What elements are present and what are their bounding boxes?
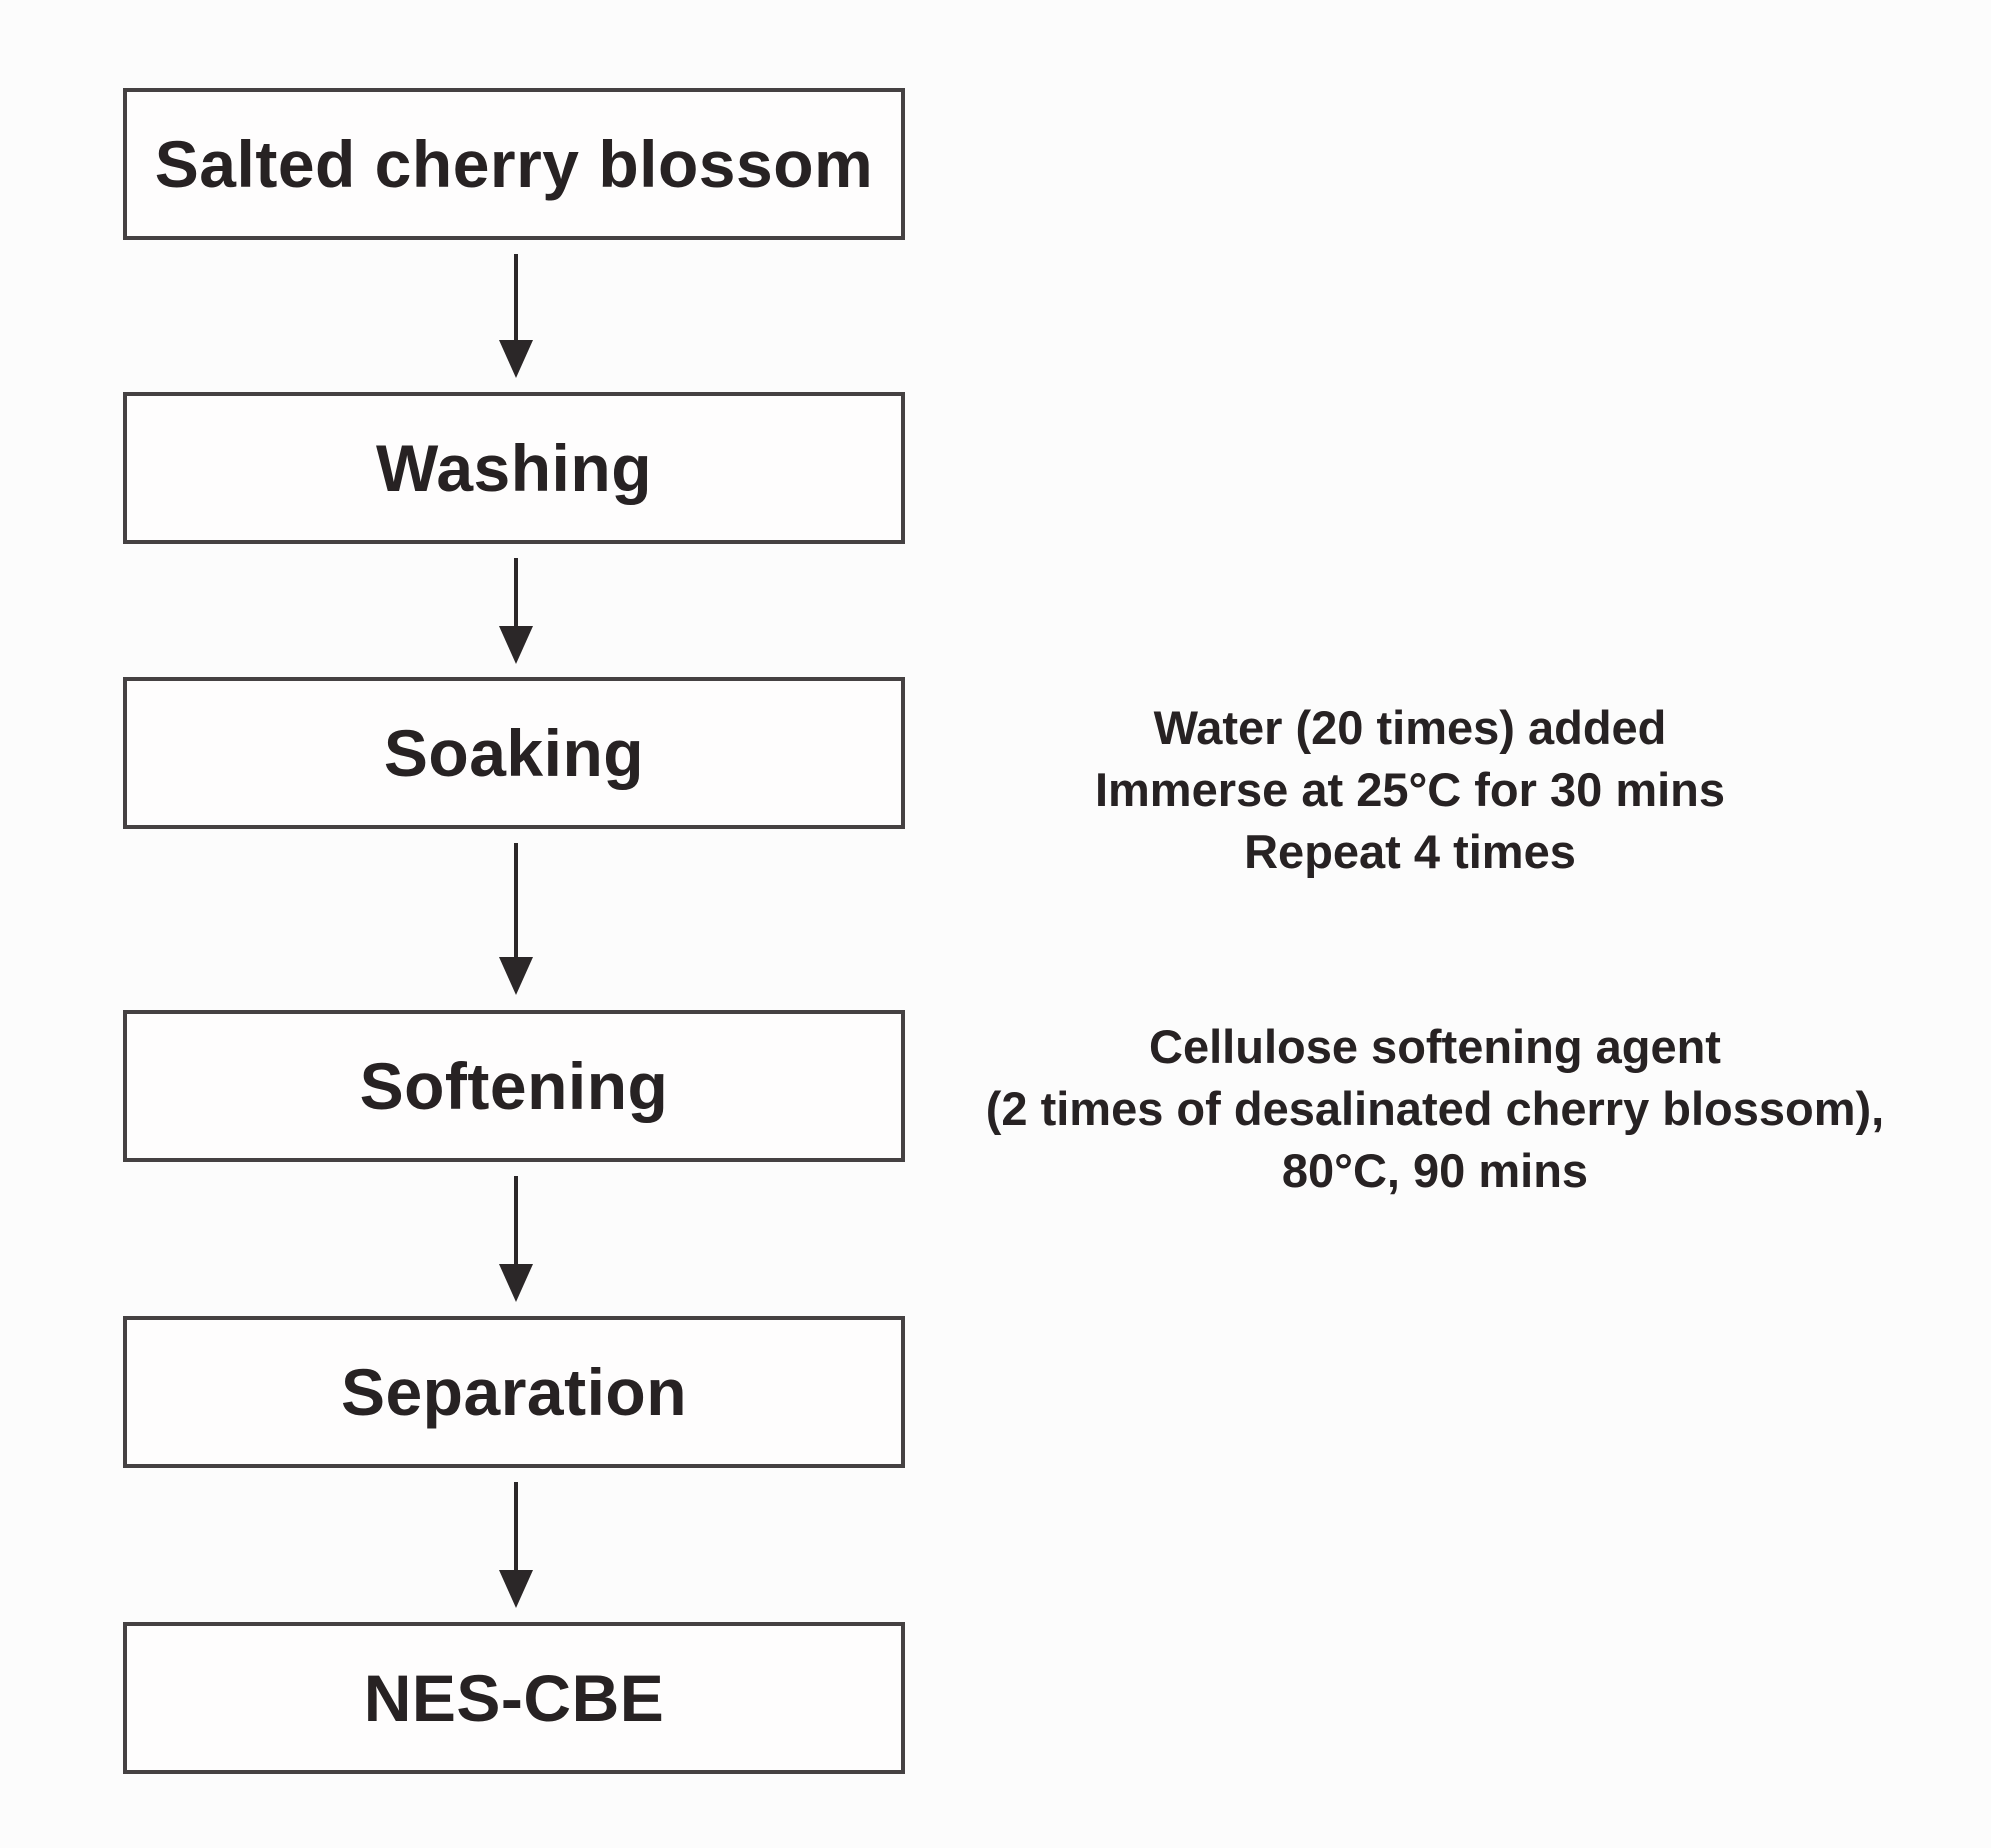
step-label: Separation [340, 1355, 688, 1429]
step-box-soaking: Soaking [123, 677, 905, 829]
step-label: NES-CBE [363, 1661, 665, 1735]
arrow-head [499, 340, 533, 378]
step-box-washing: Washing [123, 392, 905, 544]
arrow-head [499, 1570, 533, 1608]
down-arrow-icon [496, 254, 536, 378]
step-label: Softening [359, 1049, 669, 1123]
note-line: Repeat 4 times [1244, 825, 1576, 878]
step-label: Salted cherry blossom [154, 127, 874, 201]
note-line: (2 times of desalinated cherry blossom), [985, 1082, 1885, 1135]
note-line: Immerse at 25°C for 30 mins [1094, 763, 1726, 816]
down-arrow-icon [496, 558, 536, 664]
step-box-softening: Softening [123, 1010, 905, 1162]
arrow-shaft [514, 1482, 518, 1570]
arrow-head [499, 1264, 533, 1302]
note-line: 80°C, 90 mins [1281, 1144, 1589, 1197]
arrow-head [499, 626, 533, 664]
arrow-shaft [514, 843, 518, 957]
note-line: Water (20 times) added [1153, 701, 1667, 754]
down-arrow-icon [496, 1176, 536, 1302]
soaking-conditions-note: Water (20 times) added Immerse at 25°C f… [960, 697, 1860, 883]
down-arrow-icon [496, 843, 536, 995]
step-label: Soaking [383, 716, 645, 790]
arrow-head [499, 957, 533, 995]
step-label: Washing [375, 431, 653, 505]
step-box-separation: Separation [123, 1316, 905, 1468]
step-box-nes-cbe: NES-CBE [123, 1622, 905, 1774]
arrow-shaft [514, 558, 518, 626]
softening-conditions-note: Cellulose softening agent (2 times of de… [885, 1016, 1985, 1202]
note-line: Cellulose softening agent [1149, 1020, 1721, 1073]
arrow-shaft [514, 254, 518, 340]
step-box-salted-cherry-blossom: Salted cherry blossom [123, 88, 905, 240]
arrow-shaft [514, 1176, 518, 1264]
down-arrow-icon [496, 1482, 536, 1608]
